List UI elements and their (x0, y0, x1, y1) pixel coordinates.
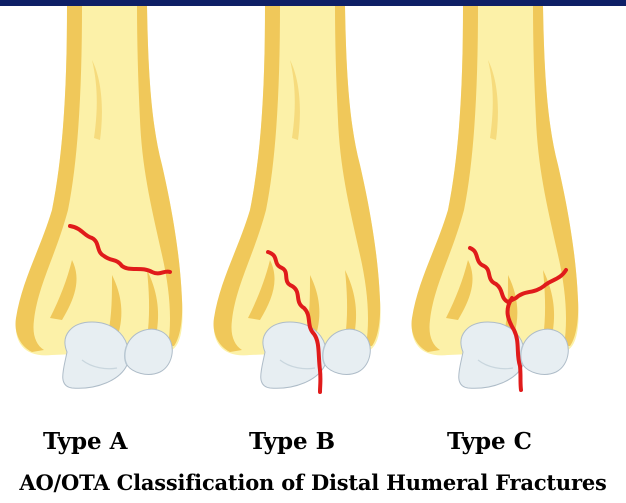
type-a-diagram (16, 6, 183, 388)
type-a-label: Type A (43, 428, 128, 456)
type-c-diagram (412, 6, 579, 390)
type-b-diagram (214, 6, 381, 392)
type-b-label: Type B (249, 428, 335, 456)
figure-caption: AO/OTA Classification of Distal Humeral … (0, 470, 626, 495)
type-c-label: Type C (447, 428, 532, 456)
bone-diagrams (0, 6, 626, 426)
